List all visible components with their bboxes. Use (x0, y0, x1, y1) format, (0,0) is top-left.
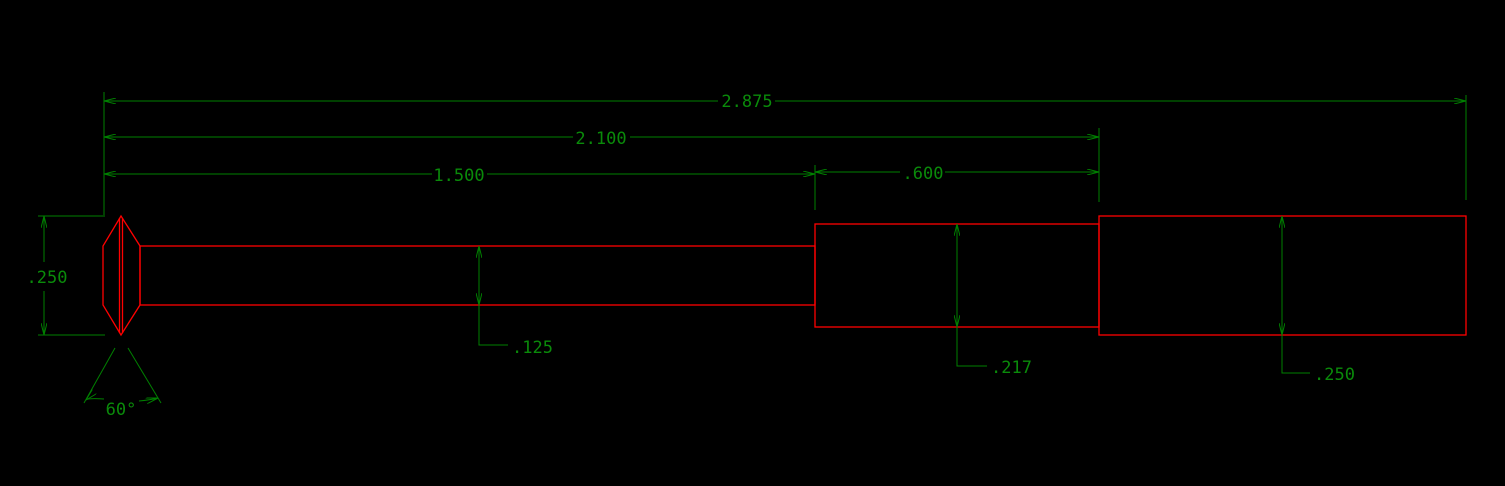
shaft-diameter-label: .125 (512, 338, 553, 358)
middle-diameter-label: .217 (991, 358, 1032, 378)
dimension-length-to-large-step: 2.100 (104, 129, 1099, 149)
head-angle-label: 60° (106, 400, 137, 420)
shaft-length-label: 1.500 (433, 166, 484, 186)
part-outline (102, 214, 1467, 337)
head-height-label: .250 (27, 268, 68, 288)
dimension-large-diameter: .250 (1282, 216, 1355, 385)
dimension-shaft-diameter: .125 (479, 246, 553, 358)
dimension-overall-length: 2.875 (104, 92, 1466, 112)
middle-step-length-label: .600 (903, 164, 944, 184)
length-to-large-step-label: 2.100 (575, 129, 626, 149)
dimension-middle-step-length: .600 (815, 164, 1099, 184)
extension-lines (38, 92, 1467, 336)
dimension-head-angle: 60° (83, 347, 162, 420)
dimension-head-height: .250 (27, 216, 68, 335)
conical-head (102, 214, 141, 337)
large-diameter-label: .250 (1314, 365, 1355, 385)
overall-length-label: 2.875 (721, 92, 772, 112)
dimension-shaft-length: 1.500 (104, 166, 815, 186)
dimension-middle-diameter: .217 (957, 224, 1032, 378)
thin-shaft (139, 245, 816, 306)
